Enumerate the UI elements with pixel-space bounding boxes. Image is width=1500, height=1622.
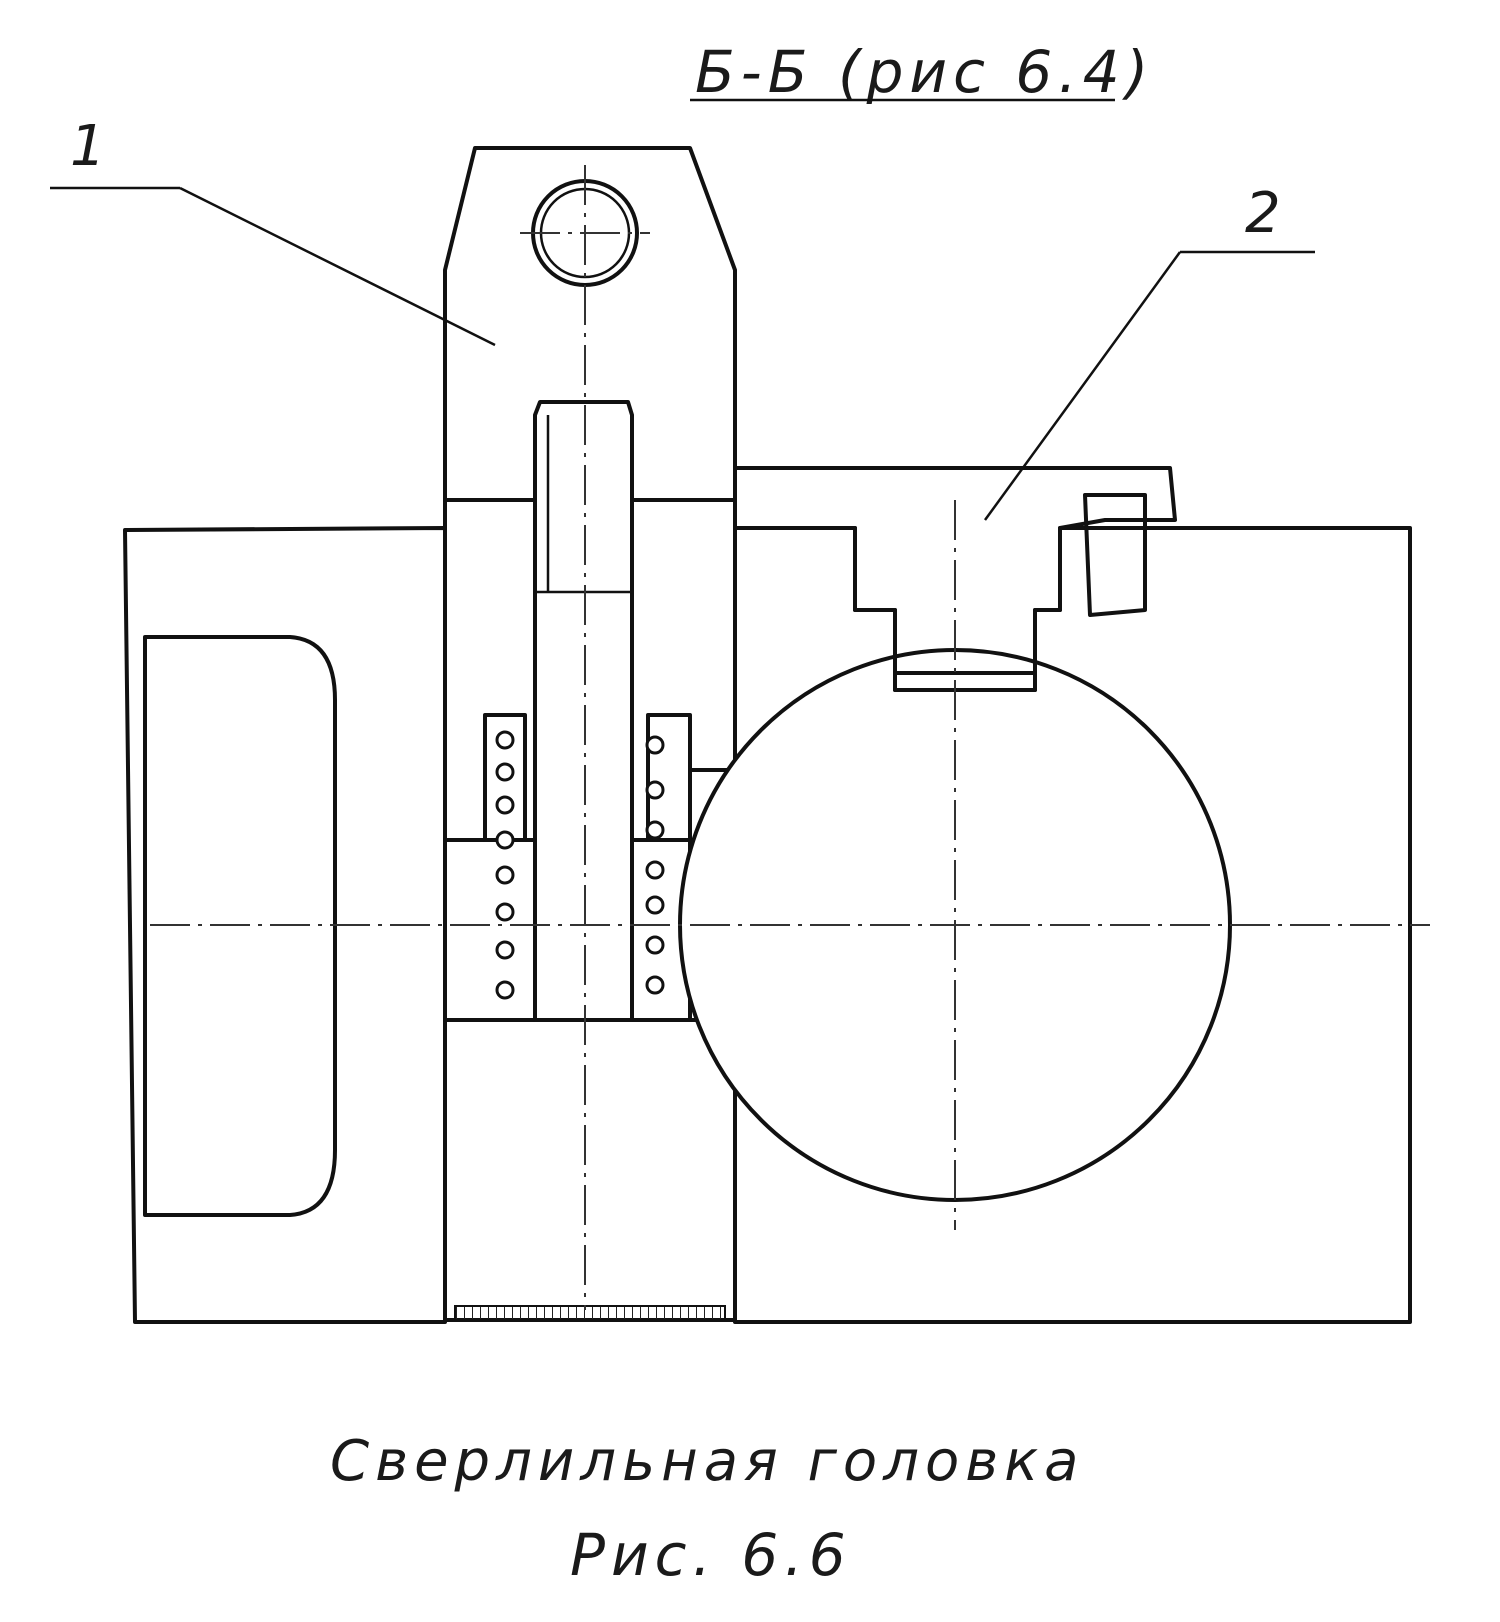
section-label: Б-Б (рис 6.4) <box>695 38 1154 106</box>
callout-2-leader <box>983 251 1182 521</box>
figure-number: Рис. 6.6 <box>570 1521 852 1589</box>
callout-1-leader <box>179 186 496 347</box>
spring-right <box>645 735 665 995</box>
spring-recess-right <box>646 713 692 842</box>
drawing-caption: Сверлильная головка <box>330 1429 1084 1494</box>
central-bore <box>443 1018 737 1322</box>
callout-2-number: 2 <box>1245 181 1287 246</box>
spring-left <box>495 730 515 1000</box>
key-slot <box>893 671 1037 692</box>
callout-1-number: 1 <box>70 114 112 179</box>
plunger-rod <box>533 400 634 1022</box>
set-screw <box>1083 493 1147 617</box>
bore-chamfer <box>454 1305 726 1321</box>
key-clamp <box>733 466 1177 692</box>
